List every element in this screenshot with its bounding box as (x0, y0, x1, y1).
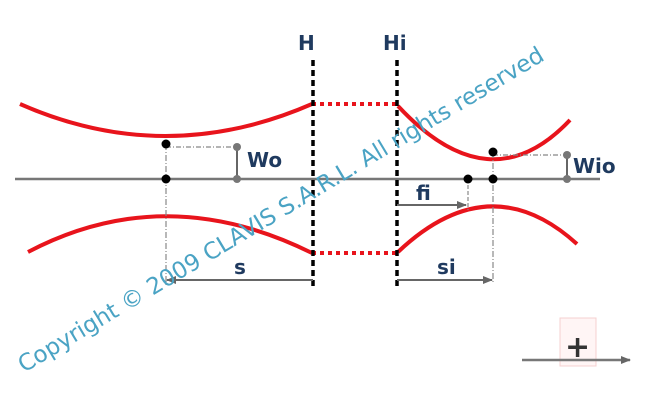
focal-point-dot (463, 174, 473, 184)
waist-image-axis-dot (488, 174, 498, 184)
wo-marker-axis-dot (233, 175, 241, 183)
label-fi: fi (416, 181, 431, 205)
plus-sign-box (559, 317, 597, 367)
beam-upper-image (396, 104, 572, 162)
waist-image-top-dot (488, 147, 498, 157)
label-Hi: Hi (383, 31, 407, 55)
wio-marker-axis-dot (563, 175, 571, 183)
label-Wo: Wo (247, 148, 282, 172)
waist-object-top-dot (161, 139, 171, 149)
waist-object-axis-dot (161, 174, 171, 184)
label-Wio: Wio (573, 154, 616, 178)
wio-marker-top-dot (563, 151, 571, 159)
label-H: H (298, 31, 315, 55)
beam-lower-object (27, 214, 313, 255)
label-s: s (234, 255, 246, 279)
beam-lower-image (396, 204, 579, 254)
beam-upper-object (19, 102, 313, 138)
wo-marker-top-dot (233, 143, 241, 151)
label-si: si (437, 255, 456, 279)
